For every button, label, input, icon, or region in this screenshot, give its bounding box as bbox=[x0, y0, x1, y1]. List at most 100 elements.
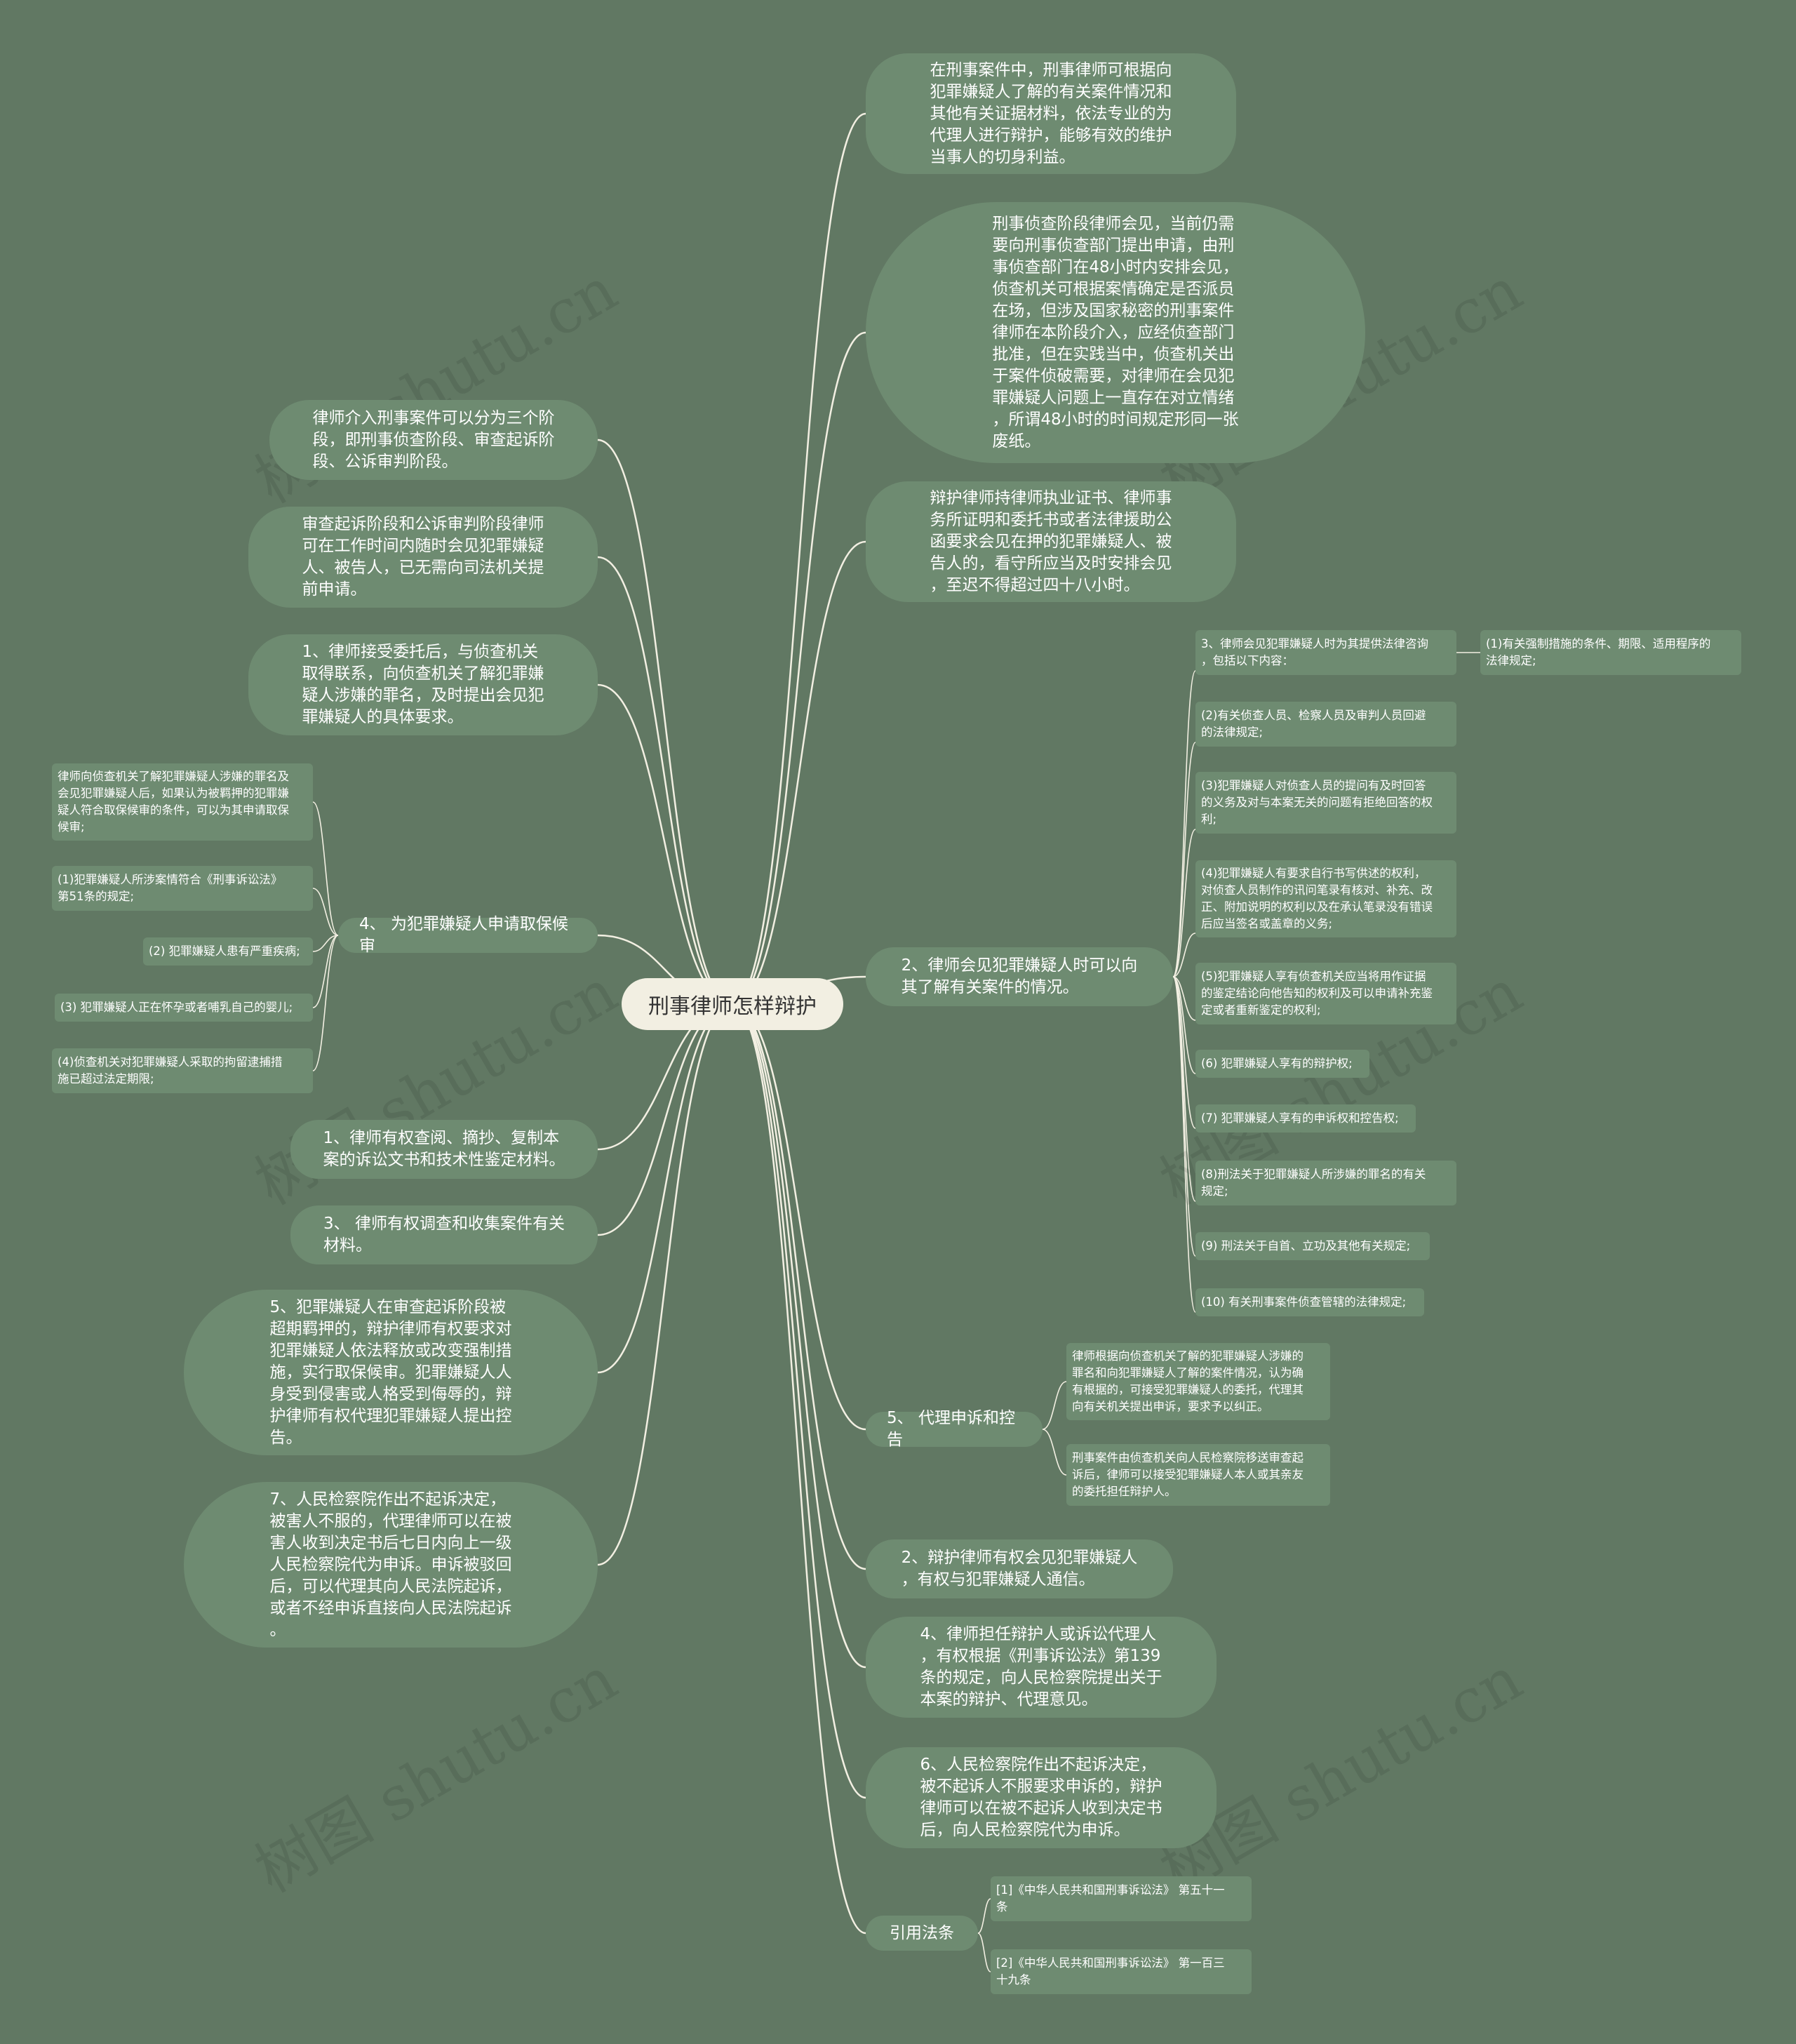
subtopic-right-4-1[interactable]: 3、律师会见犯罪嫌疑人时为其提供法律咨询 ，包括以下内容： bbox=[1195, 630, 1456, 675]
subtopic-label: (10) 有关刑事案件侦查管辖的法律规定; bbox=[1201, 1295, 1407, 1309]
topic-label: 在刑事案件中，刑事律师可根据向 犯罪嫌疑人了解的有关案件情况和 其他有关证据材料… bbox=[930, 60, 1172, 166]
subtopic-right-4-6[interactable]: (6) 犯罪嫌疑人享有的辩护权; bbox=[1195, 1050, 1369, 1078]
subtopic-label: (7) 犯罪嫌疑人享有的申诉权和控告权; bbox=[1201, 1111, 1399, 1125]
subtopic-right-4-10[interactable]: (10) 有关刑事案件侦查管辖的法律规定; bbox=[1195, 1288, 1424, 1316]
topic-right-8[interactable]: 6、人民检察院作出不起诉决定， 被不起诉人不服要求申诉的，辩护 律师可以在被不起… bbox=[866, 1747, 1217, 1848]
connector-line bbox=[312, 801, 339, 936]
subtopic-label: (8)刑法关于犯罪嫌疑人所涉嫌的罪名的有关 规定; bbox=[1201, 1168, 1426, 1198]
subtopic-label: [1]《中华人民共和国刑事诉讼法》 第五十一 条 bbox=[996, 1883, 1225, 1913]
subtopic-label: (3) 犯罪嫌疑人正在怀孕或者哺乳自己的婴儿; bbox=[60, 1001, 293, 1014]
connector-line bbox=[1172, 933, 1196, 977]
connector-line bbox=[732, 112, 866, 1006]
subtopic-label: (6) 犯罪嫌疑人享有的辩护权; bbox=[1201, 1057, 1353, 1070]
subtopic-left-4-3[interactable]: (2) 犯罪嫌疑人患有严重疾病; bbox=[143, 937, 313, 966]
subtopic-left-4-1[interactable]: 律师向侦查机关了解犯罪嫌疑人涉嫌的罪名及 会见犯罪嫌疑人后，如果认为被羁押的犯罪… bbox=[52, 763, 313, 841]
subtopic-right-4-8[interactable]: (8)刑法关于犯罪嫌疑人所涉嫌的罪名的有关 规定; bbox=[1195, 1161, 1456, 1205]
connector-line bbox=[1042, 1429, 1067, 1476]
subtopic-label: (1)犯罪嫌疑人所涉案情符合《刑事诉讼法》 第51条的规定; bbox=[58, 873, 283, 903]
topic-label: 辩护律师持律师执业证书、律师事 务所证明和委托书或者法律援助公 函要求会见在押的… bbox=[930, 488, 1172, 594]
subtopic-left-4-5[interactable]: (4)侦查机关对犯罪嫌疑人采取的拘留逮捕措 施已超过法定期限; bbox=[52, 1048, 313, 1093]
connector-line bbox=[1172, 976, 1196, 1021]
connector-line bbox=[732, 1003, 866, 1669]
connector-line bbox=[597, 1003, 733, 1236]
topic-left-2[interactable]: 审查起诉阶段和公诉审判阶段律师 可在工作时间内随时会见犯罪嫌疑 人、被告人，已无… bbox=[248, 507, 598, 608]
subtopic-label: (4)侦查机关对犯罪嫌疑人采取的拘留逮捕措 施已超过法定期限; bbox=[58, 1055, 283, 1086]
subtopic-label: 律师根据向侦查机关了解的犯罪嫌疑人涉嫌的 罪名和向犯罪嫌疑人了解的案件情况，认为… bbox=[1072, 1349, 1304, 1413]
subtopic-label: (2)有关侦查人员、检察人员及审判人员回避 的法律规定; bbox=[1201, 709, 1426, 739]
connector-line bbox=[312, 935, 339, 952]
topic-label: 引用法条 bbox=[890, 1923, 954, 1942]
subtopic-label: (5)犯罪嫌疑人享有侦查机关应当将用作证据 的鉴定结论向他告知的权利及可以申请补… bbox=[1201, 970, 1433, 1017]
subtopic-right-4-9[interactable]: (9) 刑法关于自首、立功及其他有关规定; bbox=[1195, 1232, 1430, 1260]
topic-right-5[interactable]: 5、 代理申诉和控告 bbox=[866, 1409, 1043, 1449]
topic-label: 4、 为犯罪嫌疑人申请取保候审 bbox=[359, 915, 568, 955]
connector-line bbox=[977, 1898, 991, 1934]
topic-label: 5、 代理申诉和控告 bbox=[887, 1409, 1015, 1449]
connector-line bbox=[312, 935, 339, 1071]
topic-right-1[interactable]: 在刑事案件中，刑事律师可根据向 犯罪嫌疑人了解的有关案件情况和 其他有关证据材料… bbox=[866, 53, 1236, 174]
topic-label: 2、辩护律师有权会见犯罪嫌疑人 ，有权与犯罪嫌疑人通信。 bbox=[901, 1549, 1138, 1589]
subtopic-label: 刑事案件由侦查机关向人民检察院移送审查起 诉后，律师可以接受犯罪嫌疑人本人或其亲… bbox=[1072, 1451, 1304, 1498]
topic-right-3[interactable]: 辩护律师持律师执业证书、律师事 务所证明和委托书或者法律援助公 函要求会见在押的… bbox=[866, 481, 1236, 602]
connector-line bbox=[597, 683, 733, 1006]
subtopic-label: (3)犯罪嫌疑人对侦查人员的提问有及时回答 的义务及对与本案无关的问题有拒绝回答… bbox=[1201, 779, 1433, 826]
subtopic-label: (2) 犯罪嫌疑人患有严重疾病; bbox=[149, 944, 300, 958]
topic-label: 6、人民检察院作出不起诉决定， 被不起诉人不服要求申诉的，辩护 律师可以在被不起… bbox=[920, 1756, 1162, 1839]
root-label: 刑事律师怎样辩护 bbox=[648, 994, 817, 1019]
connector-line bbox=[1172, 976, 1196, 1129]
topic-right-7[interactable]: 4、律师担任辩护人或诉讼代理人 ，有权根据《刑事诉讼法》第139 条的规定，向人… bbox=[866, 1617, 1217, 1718]
connector-line bbox=[1172, 976, 1196, 1313]
subtopic-left-4-2[interactable]: (1)犯罪嫌疑人所涉案情符合《刑事诉讼法》 第51条的规定; bbox=[52, 866, 313, 911]
subtopic-left-4-4[interactable]: (3) 犯罪嫌疑人正在怀孕或者哺乳自己的婴儿; bbox=[55, 994, 313, 1022]
subtopic-right-4-7[interactable]: (7) 犯罪嫌疑人享有的申诉权和控告权; bbox=[1195, 1104, 1416, 1133]
subtopic-right-4-2[interactable]: (2)有关侦查人员、检察人员及审判人员回避 的法律规定; bbox=[1195, 702, 1456, 747]
subtopic-label: [2]《中华人民共和国刑事诉讼法》 第一百三 十九条 bbox=[996, 1956, 1225, 1986]
connector-line bbox=[1172, 829, 1196, 977]
topic-label: 7、人民检察院作出不起诉决定， 被害人不服的，代理律师可以在被 害人收到决定书后… bbox=[269, 1490, 512, 1639]
subtopic-right-4-3[interactable]: (3)犯罪嫌疑人对侦查人员的提问有及时回答 的义务及对与本案无关的问题有拒绝回答… bbox=[1195, 772, 1456, 834]
subtopic-right-4-5[interactable]: (5)犯罪嫌疑人享有侦查机关应当将用作证据 的鉴定结论向他告知的权利及可以申请补… bbox=[1195, 963, 1456, 1024]
connector-line bbox=[1172, 670, 1196, 977]
topic-right-2[interactable]: 刑事侦查阶段律师会见，当前仍需 要向刑事侦查部门提出申请，由刑 事侦查部门在48… bbox=[866, 202, 1365, 463]
topic-right-9[interactable]: 引用法条 bbox=[866, 1916, 978, 1951]
subtopic-right-9-2[interactable]: [2]《中华人民共和国刑事诉讼法》 第一百三 十九条 bbox=[991, 1949, 1252, 1994]
topic-right-4[interactable]: 2、律师会见犯罪嫌疑人时可以向 其了解有关案件的情况。 bbox=[866, 947, 1173, 1006]
root-node[interactable]: 刑事律师怎样辩护 bbox=[622, 978, 843, 1030]
topic-label: 3、 律师有权调查和收集案件有关 材料。 bbox=[323, 1215, 565, 1255]
topic-left-6[interactable]: 3、 律师有权调查和收集案件有关 材料。 bbox=[290, 1205, 598, 1264]
subtopic-right-4-1-1[interactable]: (1)有关强制措施的条件、期限、适用程序的 法律规定; bbox=[1480, 630, 1741, 675]
subtopic-label: 3、律师会见犯罪嫌疑人时为其提供法律咨询 ，包括以下内容： bbox=[1201, 637, 1428, 667]
connector-line bbox=[732, 1003, 866, 1799]
connector-line bbox=[597, 1003, 733, 1566]
subtopic-label: (1)有关强制措施的条件、期限、适用程序的 法律规定; bbox=[1486, 637, 1711, 667]
topic-left-7[interactable]: 5、犯罪嫌疑人在审查起诉阶段被 超期羁押的，辩护律师有权要求对 犯罪嫌疑人依法释… bbox=[184, 1290, 598, 1455]
subtopic-right-5-2[interactable]: 刑事案件由侦查机关向人民检察院移送审查起 诉后，律师可以接受犯罪嫌疑人本人或其亲… bbox=[1066, 1444, 1330, 1506]
subtopic-right-5-1[interactable]: 律师根据向侦查机关了解的犯罪嫌疑人涉嫌的 罪名和向犯罪嫌疑人了解的案件情况，认为… bbox=[1066, 1343, 1330, 1420]
connector-line bbox=[312, 888, 339, 936]
connector-line bbox=[1042, 1381, 1067, 1430]
topic-left-8[interactable]: 7、人民检察院作出不起诉决定， 被害人不服的，代理律师可以在被 害人收到决定书后… bbox=[184, 1482, 598, 1648]
subtopic-label: (4)犯罪嫌疑人有要求自行书写供述的权利， 对侦查人员制作的讯问笔录有核对、补充… bbox=[1201, 867, 1433, 930]
topic-right-6[interactable]: 2、辩护律师有权会见犯罪嫌疑人 ，有权与犯罪嫌疑人通信。 bbox=[866, 1539, 1173, 1598]
connector-line bbox=[732, 331, 866, 1006]
subtopic-label: 律师向侦查机关了解犯罪嫌疑人涉嫌的罪名及 会见犯罪嫌疑人后，如果认为被羁押的犯罪… bbox=[58, 770, 289, 834]
topic-label: 律师介入刑事案件可以分为三个阶 段，即刑事侦查阶段、审查起诉阶 段、公诉审判阶段… bbox=[312, 408, 555, 471]
subtopic-right-4-4[interactable]: (4)犯罪嫌疑人有要求自行书写供述的权利， 对侦查人员制作的讯问笔录有核对、补充… bbox=[1195, 860, 1456, 937]
topic-left-3[interactable]: 1、律师接受委托后，与侦查机关 取得联系，向侦查机关了解犯罪嫌 疑人涉嫌的罪名，… bbox=[248, 634, 598, 735]
connector-line bbox=[977, 1932, 991, 1972]
topic-label: 5、犯罪嫌疑人在审查起诉阶段被 超期羁押的，辩护律师有权要求对 犯罪嫌疑人依法释… bbox=[269, 1297, 512, 1447]
connector-line bbox=[1172, 742, 1196, 977]
connector-line bbox=[597, 439, 733, 1006]
topic-left-1[interactable]: 律师介入刑事案件可以分为三个阶 段，即刑事侦查阶段、审查起诉阶 段、公诉审判阶段… bbox=[269, 400, 598, 480]
topic-label: 4、律师担任辩护人或诉讼代理人 ，有权根据《刑事诉讼法》第139 条的规定，向人… bbox=[920, 1625, 1162, 1709]
topic-left-4[interactable]: 4、 为犯罪嫌疑人申请取保候审 bbox=[338, 915, 598, 955]
topic-label: 审查起诉阶段和公诉审判阶段律师 可在工作时间内随时会见犯罪嫌疑 人、被告人，已无… bbox=[302, 515, 544, 599]
connector-line bbox=[312, 935, 339, 1008]
subtopic-label: (9) 刑法关于自首、立功及其他有关规定; bbox=[1201, 1239, 1411, 1253]
topic-left-5[interactable]: 1、律师有权查阅、摘抄、复制本 案的诉讼文书和技术性鉴定材料。 bbox=[290, 1120, 598, 1179]
connector-line bbox=[732, 1003, 866, 1570]
subtopic-right-9-1[interactable]: [1]《中华人民共和国刑事诉讼法》 第五十一 条 bbox=[991, 1876, 1252, 1921]
topic-label: 2、律师会见犯罪嫌疑人时可以向 其了解有关案件的情况。 bbox=[901, 956, 1138, 996]
topic-label: 1、律师有权查阅、摘抄、复制本 案的诉讼文书和技术性鉴定材料。 bbox=[323, 1129, 565, 1169]
connector-line bbox=[597, 1003, 733, 1374]
